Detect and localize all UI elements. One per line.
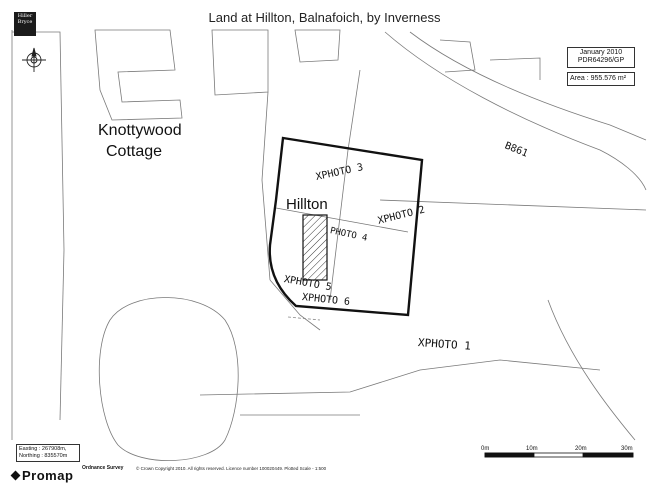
scale-label-30: 30m <box>621 446 633 452</box>
logo-line1: Hiller <box>17 13 33 19</box>
company-logo: Hiller Bryce <box>14 12 36 36</box>
cottage-label-line1: Knottywood <box>98 122 182 139</box>
road-edge <box>489 57 541 80</box>
scale-bar <box>484 452 634 458</box>
inner-boundary-line <box>275 207 409 233</box>
footer-copyright: © Crown Copyright 2010. All rights reser… <box>136 466 327 471</box>
field-boundary <box>199 359 601 396</box>
cottage-label-line2: Cottage <box>106 143 163 160</box>
scale-label-0: 0m <box>481 446 490 452</box>
scale-label-10: 10m <box>526 446 538 452</box>
compass-icon <box>22 47 46 72</box>
hatched-building <box>302 214 328 281</box>
field-boundary <box>547 299 636 441</box>
info-date: January 2010 <box>579 49 623 56</box>
building-outline <box>211 29 269 96</box>
brand-name: Promap <box>22 468 74 483</box>
info-box: January 2010 PDR64296/GP Area : 955.576 … <box>567 47 635 86</box>
dashed-track <box>287 316 321 321</box>
info-area: Area : 955.576 m² <box>567 72 635 86</box>
easting-value: Easting : 267908m, <box>19 446 67 452</box>
hillton-label: Hillton <box>286 196 328 213</box>
site-boundary <box>268 136 424 317</box>
road-edge <box>439 39 476 73</box>
road-edge <box>409 31 647 141</box>
map-title: Land at Hillton, Balnafoich, by Invernes… <box>208 10 441 25</box>
field-boundary <box>59 249 65 421</box>
scale-label-20: 20m <box>575 446 587 452</box>
info-box-header: January 2010 PDR64296/GP <box>567 47 635 68</box>
field-boundary <box>261 91 271 281</box>
woodland-outline <box>98 297 239 461</box>
field-boundary <box>379 199 647 211</box>
northing-value: Northing : 835570m <box>19 453 68 459</box>
road-edge <box>384 31 647 191</box>
field-boundary <box>269 279 321 331</box>
coordinates-box: Easting : 267908m, Northing : 835570m <box>16 444 80 462</box>
field-boundary <box>329 69 361 301</box>
info-ref: PDR64296/GP <box>577 57 625 64</box>
building-outline <box>94 29 183 121</box>
logo-line2: Bryce <box>17 19 33 25</box>
field-boundary <box>12 31 65 251</box>
building-outline <box>294 29 341 63</box>
footer-os: Ordnance Survey <box>82 465 124 471</box>
